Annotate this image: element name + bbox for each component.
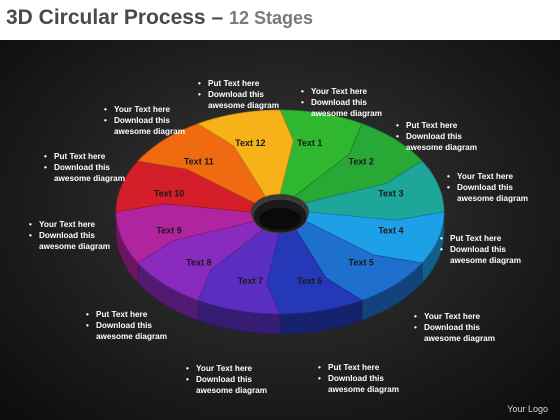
callout-line-heading: Your Text here xyxy=(104,104,185,115)
callout-line-body: awesome diagram xyxy=(424,334,495,343)
title-dash: – xyxy=(205,6,229,29)
callout-line-heading: Put Text here xyxy=(44,151,125,162)
stage-label: Text 7 xyxy=(238,276,263,286)
callout-line-body: awesome diagram xyxy=(450,256,521,265)
stage-label: Text 9 xyxy=(156,226,181,236)
callout-upper-right: Put Text here Download this awesome diag… xyxy=(396,120,477,153)
stage-label: Text 6 xyxy=(297,276,322,286)
callout-lower-right: Your Text here Download this awesome dia… xyxy=(414,311,495,344)
callout-line-body: Download this xyxy=(186,374,267,385)
callout-bottom-left: Your Text here Download this awesome dia… xyxy=(186,363,267,396)
stage-label: Text 4 xyxy=(378,226,403,236)
callout-line-body: Download this xyxy=(198,89,279,100)
stage-label: Text 11 xyxy=(184,157,214,167)
callout-line-body: Download this xyxy=(104,115,185,126)
callout-line-heading: Your Text here xyxy=(301,86,382,97)
title-text: 3D Circular Process xyxy=(6,6,206,29)
callout-line-heading: Put Text here xyxy=(440,233,521,244)
callout-line-body: awesome diagram xyxy=(328,385,399,394)
callout-top-center: Put Text here Download this awesome diag… xyxy=(198,78,279,111)
stage-label: Text 1 xyxy=(297,138,322,148)
callout-line-body: awesome diagram xyxy=(39,242,110,251)
title-subtitle: 12 Stages xyxy=(228,8,314,28)
callout-bottom-right: Put Text here Download this awesome diag… xyxy=(318,362,399,395)
callout-line-body: awesome diagram xyxy=(114,127,185,136)
stage-segment xyxy=(197,109,294,197)
callout-line-heading: Put Text here xyxy=(318,362,399,373)
callout-line-body: Download this xyxy=(440,244,521,255)
callout-line-body: awesome diagram xyxy=(406,143,477,152)
callout-line-body: Download this xyxy=(447,182,528,193)
callout-line-body: Download this xyxy=(318,373,399,384)
stage-label: Text 3 xyxy=(378,189,403,199)
callout-line-body: Download this xyxy=(86,320,167,331)
center-hole-depth xyxy=(259,208,301,230)
callout-line-body: awesome diagram xyxy=(54,174,125,183)
callout-line-heading: Your Text here xyxy=(447,171,528,182)
callout-line-heading: Put Text here xyxy=(198,78,279,89)
circular-process-diagram: Text 1 Text 2 Text 3 Text 4 Text 5 Text 6 Text… xyxy=(115,109,445,335)
callout-line-body: awesome diagram xyxy=(457,194,528,203)
stage-label: Text 8 xyxy=(186,258,211,268)
callout-right-upper: Your Text here Download this awesome dia… xyxy=(447,171,528,204)
footer-logo: Your Logo xyxy=(507,404,548,414)
callout-line-body: awesome diagram xyxy=(96,332,167,341)
callout-line-body: Download this xyxy=(414,322,495,333)
callout-right-lower: Put Text here Download this awesome diag… xyxy=(440,233,521,266)
callout-line-heading: Your Text here xyxy=(186,363,267,374)
callout-line-body: Download this xyxy=(396,131,477,142)
stage-label: Text 10 xyxy=(154,189,184,199)
stage-label: Text 5 xyxy=(349,258,374,268)
callout-line-body: Download this xyxy=(29,230,110,241)
callout-line-body: Download this xyxy=(44,162,125,173)
callout-top-left: Your Text here Download this awesome dia… xyxy=(104,104,185,137)
stage-label: Text 2 xyxy=(349,157,374,167)
callout-line-body: awesome diagram xyxy=(208,101,279,110)
callout-line-heading: Put Text here xyxy=(396,120,477,131)
callout-line-body: awesome diagram xyxy=(311,109,382,118)
stage-label: Text 12 xyxy=(235,138,265,148)
page-title: 3D Circular Process – 12 Stages xyxy=(6,6,546,30)
callout-lower-left: Put Text here Download this awesome diag… xyxy=(86,309,167,342)
callout-line-heading: Put Text here xyxy=(86,309,167,320)
callout-left-middle: Your Text here Download this awesome dia… xyxy=(29,219,110,252)
callout-upper-left: Put Text here Download this awesome diag… xyxy=(44,151,125,184)
callout-line-heading: Your Text here xyxy=(414,311,495,322)
callout-line-body: awesome diagram xyxy=(196,386,267,395)
callout-top-right: Your Text here Download this awesome dia… xyxy=(301,86,382,119)
callout-line-body: Download this xyxy=(301,97,382,108)
callout-line-heading: Your Text here xyxy=(29,219,110,230)
